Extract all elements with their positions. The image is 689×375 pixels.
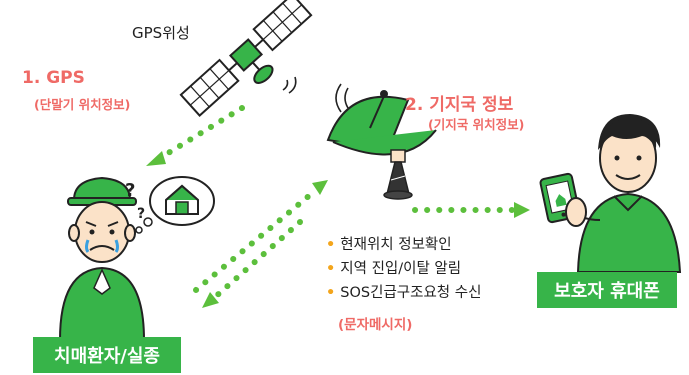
signal-waves-icon — [282, 76, 297, 94]
bullet-icon: • — [326, 261, 336, 277]
step2-title: 2. 기지국 정보 — [405, 95, 514, 115]
guardian-phone-badge: 보호자 휴대폰 — [537, 272, 677, 308]
step2-subtitle: (기지국 위치정보) — [428, 117, 525, 132]
gps-satellite-label: GPS위성 — [132, 24, 190, 42]
feature-label: SOS긴급구조요청 수신 — [340, 285, 482, 301]
patient-badge: 치매환자/실종 — [33, 337, 181, 373]
step1-title: 1. GPS — [22, 68, 85, 88]
antenna-to-patient-arrow — [202, 219, 303, 308]
antenna-guardian-arrow — [412, 202, 530, 218]
gps-arrow — [146, 105, 245, 166]
step1-subtitle: (단말기 위치정보) — [34, 97, 131, 112]
feature-item: •지역 진입/이탈 알림 — [326, 257, 481, 281]
bullet-icon: • — [326, 285, 336, 301]
bullet-icon: • — [326, 237, 336, 253]
feature-item: •현재위치 정보확인 — [326, 233, 481, 257]
satellite-icon — [179, 0, 313, 118]
guardian-icon — [573, 114, 682, 273]
antenna-icon — [326, 83, 437, 200]
patient-icon — [58, 176, 146, 341]
feature-label: 현재위치 정보확인 — [340, 237, 452, 253]
question-mark: ? — [125, 180, 135, 201]
feature-label: 지역 진입/이탈 알림 — [340, 261, 462, 277]
feature-subnote: (문자메시지) — [338, 317, 413, 333]
feature-list: •현재위치 정보확인 •지역 진입/이탈 알림 •SOS긴급구조요청 수신 — [326, 233, 481, 305]
thought-bubble-icon — [149, 176, 215, 226]
feature-item: •SOS긴급구조요청 수신 — [326, 281, 481, 305]
question-mark: ? — [137, 206, 145, 222]
patient-to-antenna-arrow — [193, 180, 328, 293]
